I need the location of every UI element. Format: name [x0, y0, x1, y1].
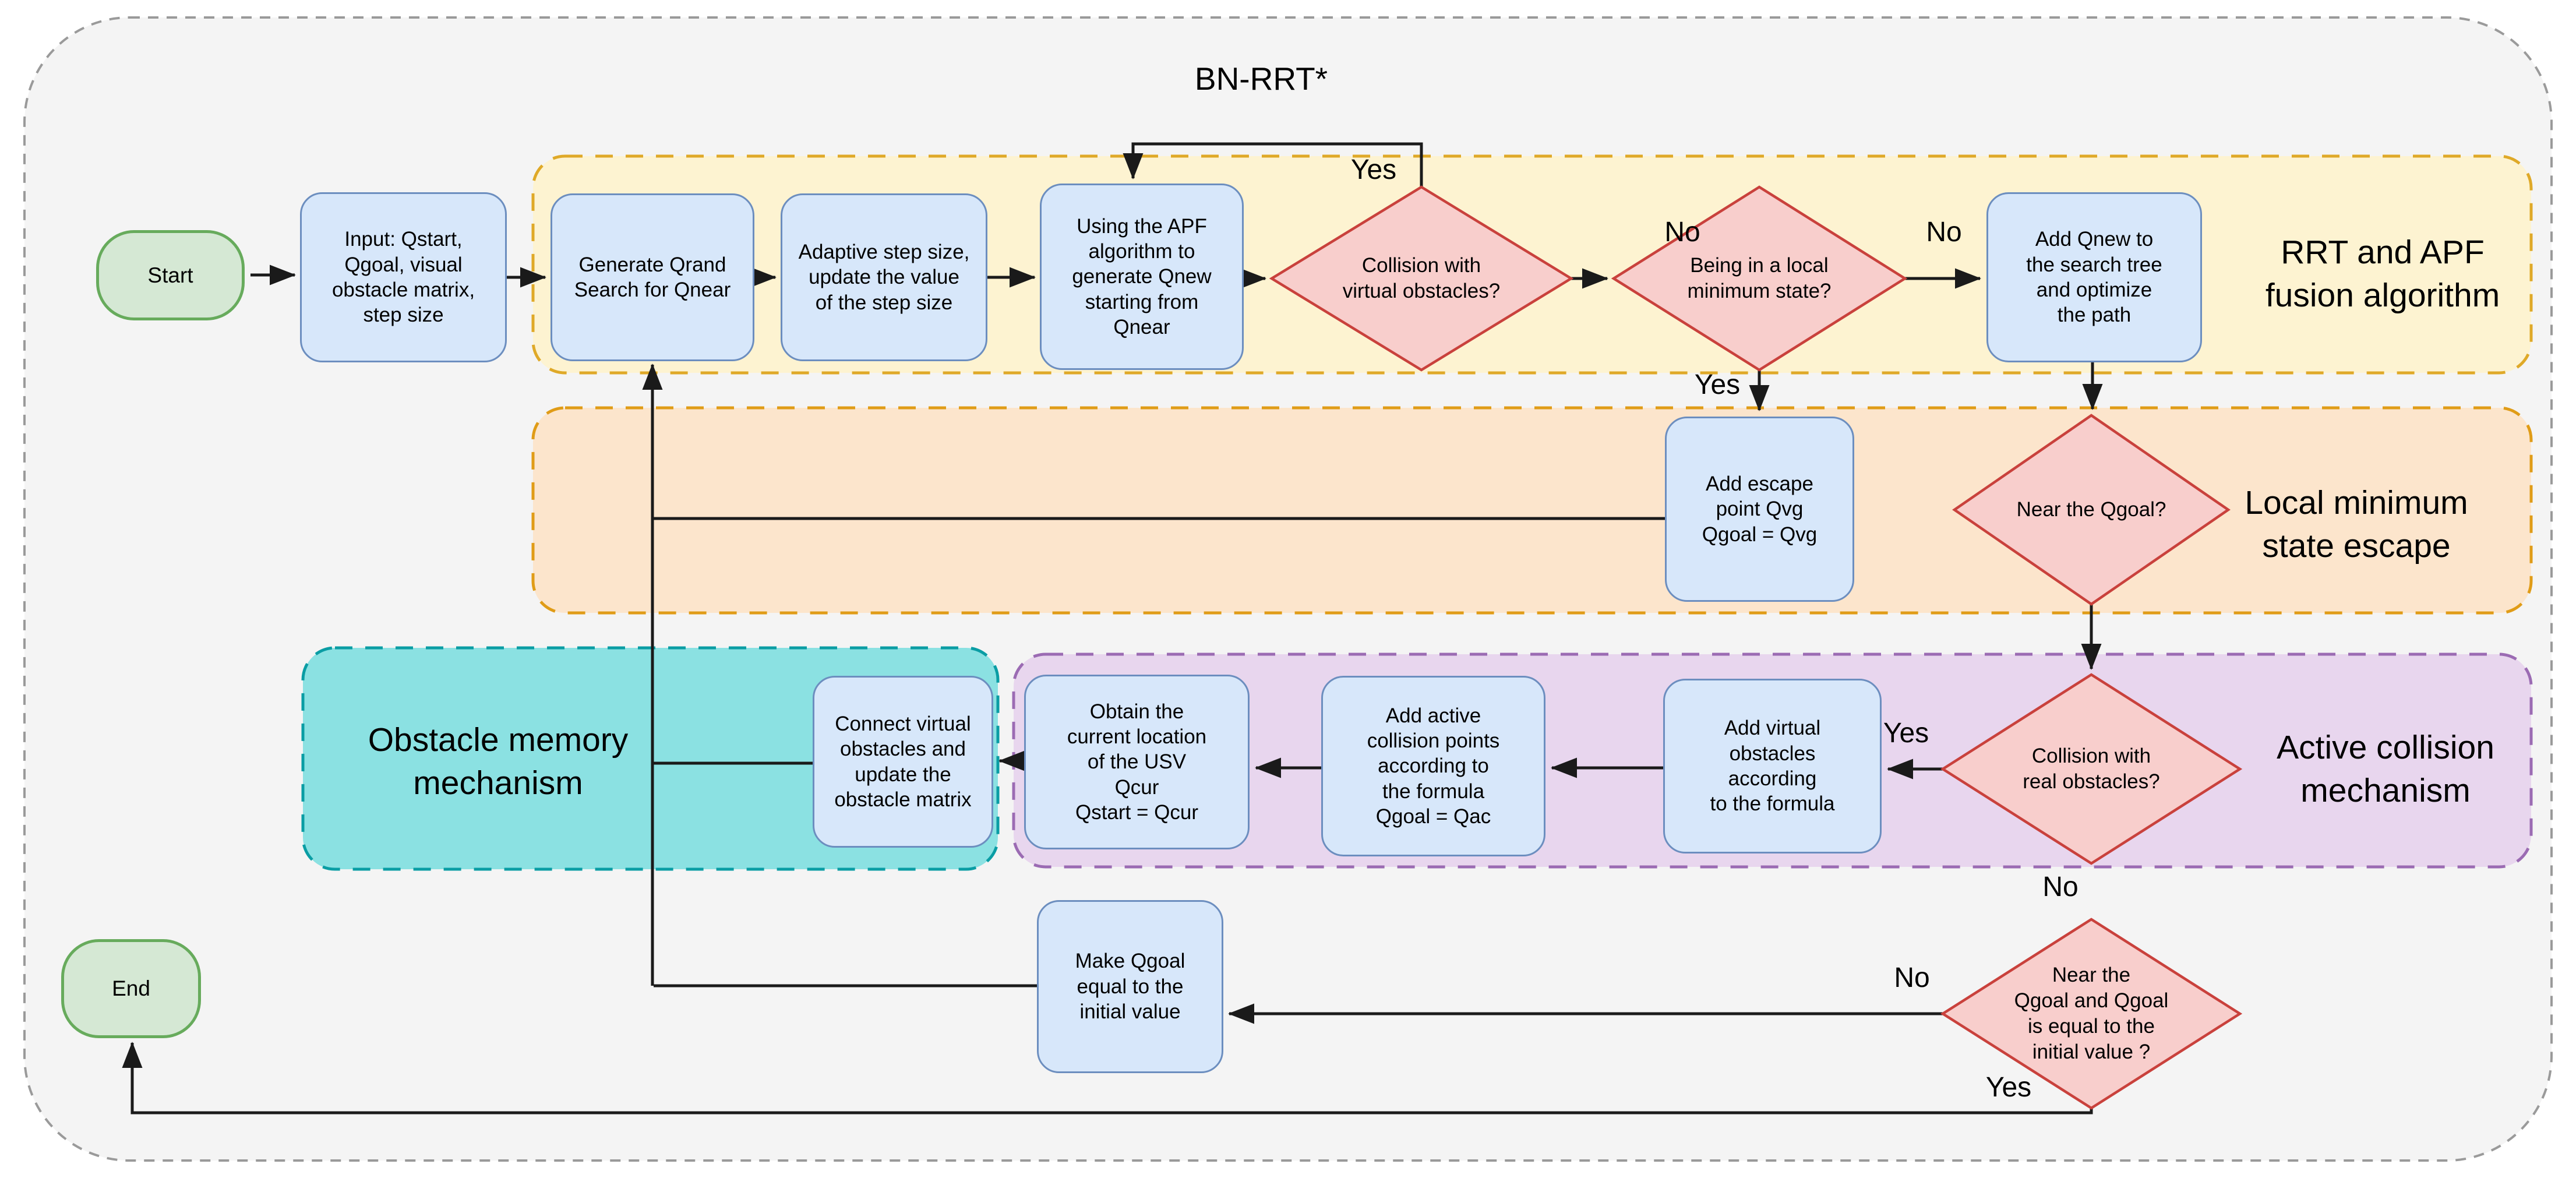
edge-label-virtual-no: No	[1664, 216, 1700, 248]
diamond-text-near-qgoal: Near the Qgoal?	[2016, 498, 2166, 521]
diamond-text-local-minimum: Being in a local minimum state?	[1687, 253, 1832, 302]
diamond-text-collision-real: Collision with real obstacles?	[2023, 744, 2160, 793]
edge-label-localmin-yes: Yes	[1694, 369, 1741, 400]
region-label-local-min: Local minimum state escape	[2245, 484, 2468, 565]
edge-label-final-yes: Yes	[1985, 1071, 2032, 1103]
diamond-collision-real	[1940, 673, 2243, 865]
process-apf-generate: Using the APF algorithm to generate Qnew…	[1040, 184, 1244, 370]
process-add-escape: Add escape point Qvg Qgoal = Qvg	[1665, 417, 1854, 602]
diamond-text-collision-virtual: Collision with virtual obstacles?	[1342, 253, 1501, 302]
edge-label-real-no: No	[2042, 871, 2079, 902]
diagram-title: BN-RRT*	[1194, 61, 1328, 97]
region-label-active-collision: Active collision mechanism	[2277, 728, 2494, 809]
edge-loop-yes	[1123, 142, 1423, 187]
edge-label-loop-yes: Yes	[1350, 154, 1397, 185]
diamond-near-qgoal-initial	[1940, 918, 2243, 1110]
process-add-virtual: Add virtual obstacles according to the f…	[1663, 679, 1882, 853]
process-generate-qrand: Generate Qrand Search for Qnear	[551, 193, 754, 361]
diamond-near-qgoal	[1952, 414, 2231, 606]
region-label-obstacle-memory: Obstacle memory mechanism	[368, 721, 629, 802]
start-node: Start	[96, 230, 245, 320]
end-node: End	[61, 939, 201, 1038]
edge-final-yes-end	[122, 1042, 2093, 1114]
diamond-collision-virtual	[1269, 185, 1574, 372]
diamond-local-minimum	[1611, 185, 1908, 372]
process-obtain-location: Obtain the current location of the USV Q…	[1024, 675, 1250, 849]
diamond-text-near-qgoal-initial: Near the Qgoal and Qgoal is equal to the…	[2014, 963, 2169, 1064]
edge-label-real-yes: Yes	[1883, 717, 1929, 749]
process-adaptive-step: Adaptive step size, update the value of …	[781, 193, 987, 361]
region-label-fusion: RRT and APF fusion algorithm	[2265, 233, 2500, 314]
process-add-active: Add active collision points according to…	[1321, 676, 1545, 856]
edge-label-final-no: No	[1894, 962, 1930, 993]
connectors	[122, 142, 2103, 1114]
process-make-qgoal: Make Qgoal equal to the initial value	[1037, 900, 1223, 1073]
process-input: Input: Qstart, Qgoal, visual obstacle ma…	[300, 192, 507, 362]
process-connect-virtual: Connect virtual obstacles and update the…	[813, 676, 993, 848]
process-add-qnew: Add Qnew to the search tree and optimize…	[1986, 192, 2202, 362]
edge-label-localmin-no: No	[1926, 216, 1962, 248]
